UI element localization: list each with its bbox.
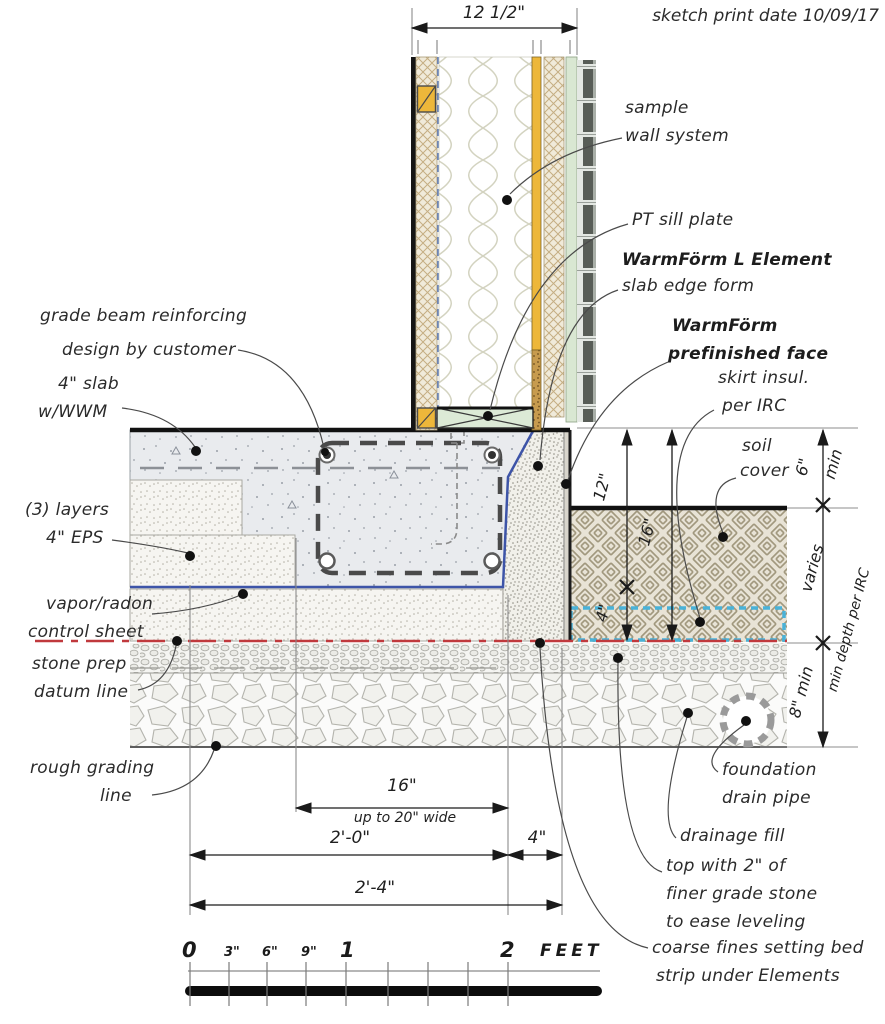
label-pt-sill: PT sill plate — [632, 210, 734, 230]
dim-wall-width: 12 1/2" — [462, 3, 526, 23]
label-vapor-1: vapor/radon — [46, 594, 154, 614]
rebar-bottom — [318, 552, 501, 570]
label-soil-2: cover — [740, 461, 789, 481]
vapor-barrier-line — [130, 430, 535, 589]
label-sample-wall-1: sample — [625, 98, 689, 118]
label-stone-prep-2: datum line — [34, 682, 129, 702]
sheathing-pt-lower — [531, 349, 542, 431]
dim-leg-width: 4" — [527, 828, 547, 848]
label-eps-1: (3) layers — [25, 500, 109, 520]
dim-beam-width: 16" — [387, 776, 417, 796]
label-grade-beam-1: grade beam reinforcing — [40, 306, 248, 326]
label-finer-1: top with 2" of — [666, 856, 786, 876]
wall-assembly — [411, 40, 596, 431]
label-vapor-2: control sheet — [28, 622, 144, 642]
extension-lines — [189, 8, 858, 915]
service-cavity — [415, 56, 438, 431]
print-date: sketch print date 10/09/17 — [652, 6, 879, 26]
lap-siding — [577, 60, 596, 422]
dim-total-width: 2'-4" — [354, 878, 396, 898]
label-drainage: drainage fill — [680, 826, 785, 846]
grade-beam-stirrup — [315, 440, 503, 576]
soil-area — [570, 508, 787, 642]
sheathing — [531, 56, 542, 351]
label-stone-prep-1: stone prep — [32, 654, 127, 674]
label-grade-beam-2: design by customer — [62, 340, 236, 360]
label-l-element-1: WarmFörm L Element — [622, 250, 832, 270]
exterior-insulation — [543, 56, 565, 418]
scale-mark-6in: 6" — [262, 945, 278, 960]
label-finer-2: finer grade stone — [666, 884, 818, 904]
label-foundation-1: foundation — [722, 760, 817, 780]
label-l-element-2: slab edge form — [622, 276, 755, 296]
scale-mark-1ft: 1 — [340, 938, 355, 962]
dimension-lines — [188, 22, 829, 911]
blocking-diagonals — [417, 85, 436, 429]
label-skirt-1: skirt insul. — [718, 368, 810, 388]
leader-dots — [172, 195, 751, 751]
label-rough-2: line — [100, 786, 132, 806]
leader-lines — [111, 137, 745, 949]
scale-bar — [185, 962, 602, 1006]
label-finer-3: to ease leveling — [666, 912, 806, 932]
label-coarse-1: coarse fines setting bed — [652, 938, 864, 958]
label-rough-1: rough grading — [30, 758, 155, 778]
label-warmform-face-1: WarmFörm — [672, 316, 778, 336]
scale-mark-2ft: 2 — [500, 938, 515, 962]
scale-unit-label: FEET — [540, 941, 603, 961]
label-soil-1: soil — [742, 436, 772, 456]
label-sample-wall-2: wall system — [625, 126, 729, 146]
label-slab-1: 4" slab — [58, 374, 119, 394]
interior-finish — [411, 57, 416, 430]
stud-cavity-batt — [438, 56, 533, 409]
label-foundation-2: drain pipe — [722, 788, 811, 808]
label-skirt-2: per IRC — [722, 396, 787, 416]
stone-prep-layer — [130, 643, 787, 673]
scale-mark-3in: 3" — [224, 945, 240, 960]
concrete-aggregate-ticks — [171, 445, 399, 509]
label-eps-2: 4" EPS — [46, 528, 104, 548]
dim-beam-width-note: up to 20" wide — [353, 810, 457, 826]
label-warmform-face-2: prefinished face — [668, 344, 829, 364]
label-slab-2: w/WWM — [38, 402, 108, 422]
eps-layers — [129, 479, 504, 642]
label-coarse-2: strip under Elements — [656, 966, 840, 986]
drainage-fill-layer — [130, 672, 787, 747]
wall-top-break-stubs — [417, 40, 571, 54]
scale-mark-0: 0 — [182, 938, 197, 962]
green-board — [565, 56, 578, 423]
dim-foot-width: 2'-0" — [329, 828, 371, 848]
scale-mark-9in: 9" — [301, 945, 317, 960]
dimension-breaks — [619, 497, 831, 651]
